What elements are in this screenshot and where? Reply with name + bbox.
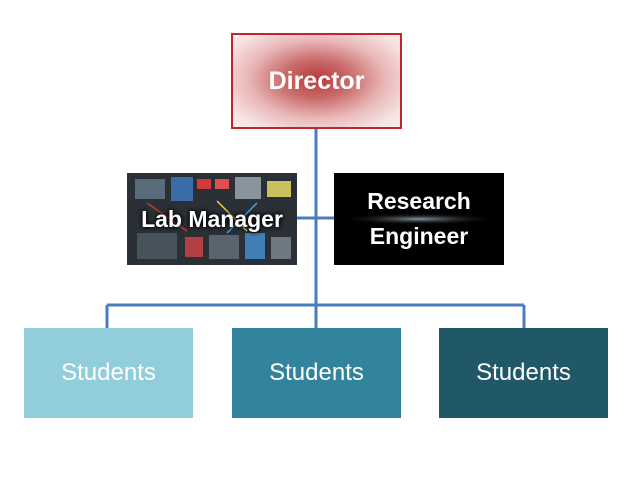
research-engineer-node: Research Engineer	[334, 173, 504, 265]
research-engineer-label-line2: Engineer	[369, 223, 469, 249]
director-label: Director	[268, 66, 365, 95]
lab-manager-node: Lab Manager	[127, 173, 297, 265]
research-engineer-label-line1: Research	[367, 188, 471, 214]
director-node: Director	[231, 33, 402, 129]
lab-equipment-image	[127, 173, 297, 265]
students-node-3: Students	[439, 328, 608, 418]
students-label-2: Students	[269, 359, 364, 386]
students-node-2: Students	[232, 328, 401, 418]
students-node-1: Students	[24, 328, 193, 418]
lab-manager-label: Lab Manager	[141, 205, 283, 232]
light-streak-graphic	[339, 213, 499, 225]
students-label-3: Students	[476, 359, 571, 386]
students-label-1: Students	[61, 359, 156, 386]
